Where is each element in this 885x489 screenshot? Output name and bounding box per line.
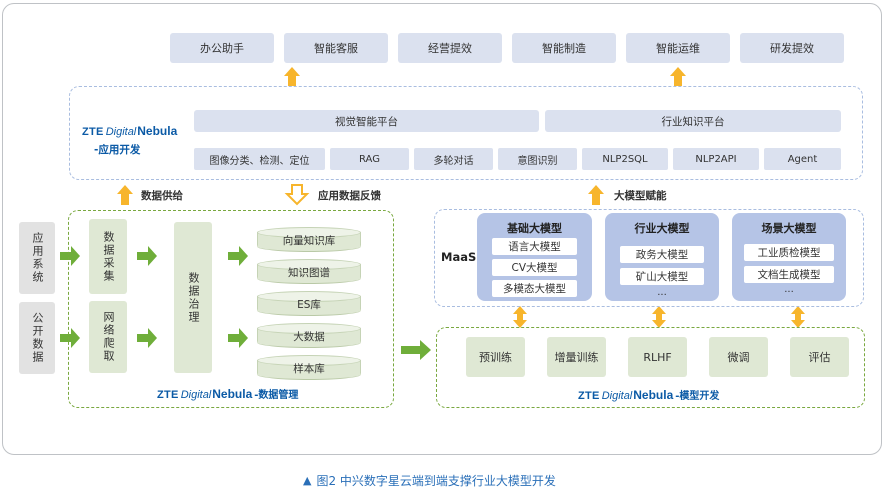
brand-zte: ZTE: [578, 390, 600, 402]
platform-visual-intelligence: 视觉智能平台: [194, 110, 539, 132]
arrow-up-icon: [588, 185, 604, 205]
app-box-smart-manufacturing: 智能制造: [512, 33, 616, 63]
data-mgmt-panel: [68, 210, 394, 408]
store-sample-lib: 样本库: [257, 355, 361, 380]
app-box-operations: 经营提效: [398, 33, 502, 63]
arrow-right-icon: [60, 246, 80, 266]
caption-text: 图2 中兴数字星云端到端支撑行业大模型开发: [316, 474, 556, 488]
platform-industry-knowledge: 行业知识平台: [545, 110, 841, 132]
step-pretrain: 预训练: [466, 337, 525, 377]
store-label: 大数据: [293, 331, 325, 343]
model-more-ellipsis: ...: [657, 287, 667, 298]
app-box-smart-service: 智能客服: [284, 33, 388, 63]
model-group-scenario: 场景大模型 工业质检模型 文档生成模型 ...: [732, 213, 846, 301]
store-label: 样本库: [293, 363, 325, 375]
model-item: 矿山大模型: [620, 268, 704, 285]
zte-nebula-logo: ZTE Digital Nebula: [82, 124, 177, 138]
brand-zte: ZTE: [82, 126, 104, 138]
arrow-up-icon: [117, 185, 133, 205]
zte-nebula-logo: ZTE Digital Nebula -模型开发: [578, 387, 719, 402]
app-box-office-assistant: 办公助手: [170, 33, 274, 63]
brand-nebula: Nebula: [633, 388, 674, 402]
model-dev-panel: [436, 327, 865, 408]
arrow-down-icon: [284, 184, 310, 206]
arrow-up-icon: [284, 67, 300, 86]
arrow-right-icon: [137, 328, 157, 348]
arrow-right-icon: [228, 328, 248, 348]
store-vector-kb: 向量知识库: [257, 227, 361, 252]
tool-nlp2api: NLP2API: [673, 148, 759, 170]
step-evaluate: 评估: [790, 337, 849, 377]
app-dev-title: -应用开发: [94, 144, 141, 156]
model-item: 工业质检模型: [744, 244, 834, 261]
model-item: 政务大模型: [620, 246, 704, 263]
store-knowledge-graph: 知识图谱: [257, 259, 361, 284]
model-group-title: 行业大模型: [634, 222, 690, 235]
arrow-right-icon: [137, 246, 157, 266]
brand-nebula: Nebula: [212, 387, 253, 401]
brand-digital: Digital: [180, 389, 212, 401]
double-arrow-icon: [652, 306, 666, 328]
model-more-ellipsis: ...: [784, 284, 794, 295]
model-group-foundation: 基础大模型 语言大模型 CV大模型 多模态大模型: [477, 213, 592, 301]
data-governance: 数据治理: [174, 222, 212, 373]
model-item: 文档生成模型: [744, 266, 834, 283]
label-model-empower: 大模型赋能: [614, 190, 667, 202]
data-mgmt-title: -数据管理: [254, 390, 299, 401]
arrow-right-icon: [228, 246, 248, 266]
tool-intent-recognition: 意图识别: [498, 148, 577, 170]
step-rlhf: RLHF: [628, 337, 687, 377]
store-label: 知识图谱: [288, 267, 330, 279]
arrow-up-icon: [670, 67, 686, 86]
store-label: ES库: [297, 299, 321, 311]
source-app-systems: 应用系统: [19, 222, 55, 294]
tool-agent: Agent: [764, 148, 841, 170]
figure-caption: ▲ 图2 中兴数字星云端到端支撑行业大模型开发: [303, 472, 556, 489]
tool-multi-turn-dialog: 多轮对话: [414, 148, 493, 170]
brand-zte: ZTE: [157, 389, 179, 401]
maas-label: MaaS: [441, 250, 477, 264]
double-arrow-icon: [791, 306, 805, 328]
source-public-data: 公开数据: [19, 302, 55, 374]
zte-nebula-logo: ZTE Digital Nebula -数据管理: [157, 386, 298, 401]
model-item: 语言大模型: [492, 238, 577, 255]
brand-digital: Digital: [105, 126, 137, 138]
brand-nebula: Nebula: [137, 124, 178, 138]
collector-web-crawl: 网络爬取: [89, 301, 127, 373]
collector-data-collection: 数据采集: [89, 219, 127, 294]
arrow-right-icon: [60, 328, 80, 348]
model-group-title: 场景大模型: [761, 222, 817, 235]
store-es: ES库: [257, 291, 361, 316]
app-box-rd-efficiency: 研发提效: [740, 33, 844, 63]
step-finetune: 微调: [709, 337, 768, 377]
store-big-data: 大数据: [257, 323, 361, 348]
tool-nlp2sql: NLP2SQL: [582, 148, 668, 170]
model-group-title: 基础大模型: [507, 222, 562, 235]
store-label: 向量知识库: [282, 235, 336, 247]
label-data-feedback: 应用数据反馈: [318, 190, 381, 202]
step-incremental-train: 增量训练: [547, 337, 606, 377]
label-data-supply: 数据供给: [141, 190, 183, 202]
model-dev-title: -模型开发: [675, 391, 720, 402]
arrow-right-icon: [401, 340, 431, 360]
model-item: CV大模型: [492, 259, 577, 276]
double-arrow-icon: [513, 306, 527, 328]
model-item: 多模态大模型: [492, 280, 577, 297]
tool-rag: RAG: [330, 148, 409, 170]
model-group-industry: 行业大模型 政务大模型 矿山大模型 ...: [605, 213, 719, 301]
maas-panel: [434, 209, 864, 307]
brand-digital: Digital: [601, 390, 633, 402]
app-dev-panel: [69, 86, 863, 180]
triangle-up-icon: ▲: [303, 474, 312, 487]
tool-image-classification: 图像分类、检测、定位: [194, 148, 325, 170]
app-box-smart-ops: 智能运维: [626, 33, 730, 63]
